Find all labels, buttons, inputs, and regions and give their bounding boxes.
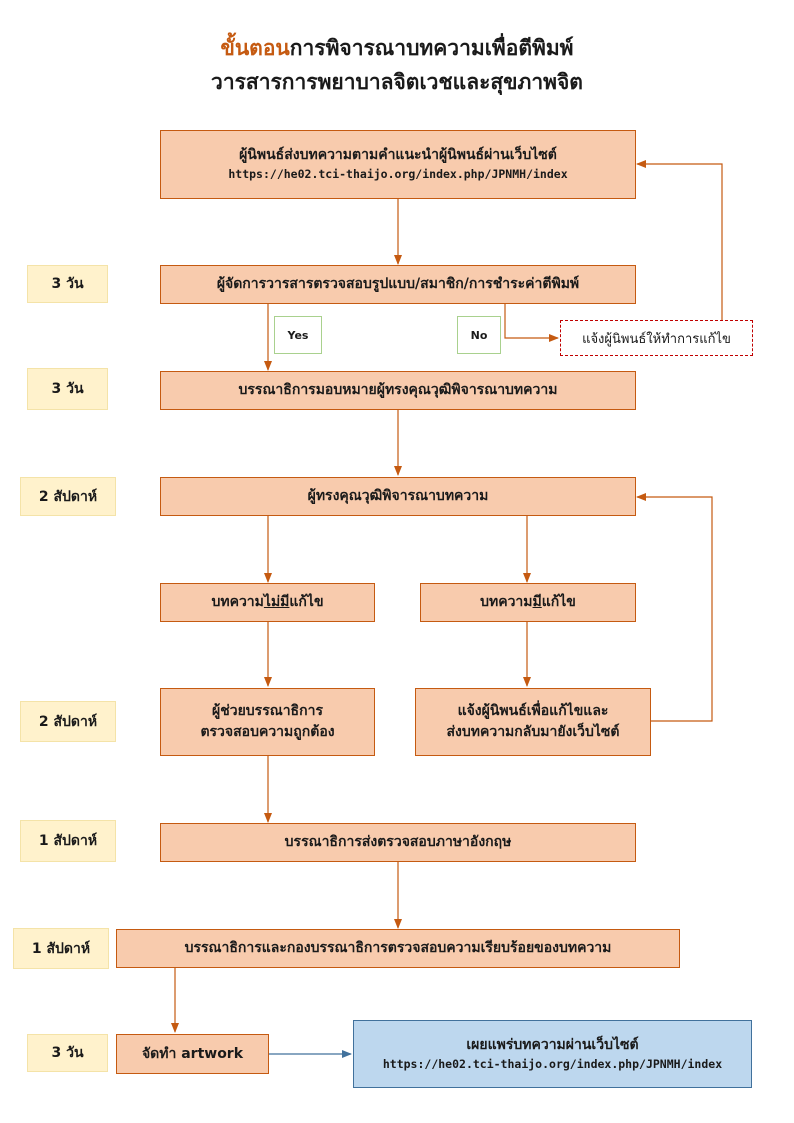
- step-notify-revise: แจ้งผู้นิพนธ์เพื่อแก้ไขและ ส่งบทความกลับ…: [415, 688, 651, 756]
- step-final-check: บรรณาธิการและกองบรรณาธิการตรวจสอบความเรี…: [116, 929, 680, 968]
- arrow-notify-to-submit: [636, 160, 723, 320]
- arrow-no-to-notify: [504, 304, 559, 342]
- duration-revision: 2 สัปดาห์: [20, 701, 116, 742]
- title-accent: ขั้นตอน: [220, 36, 290, 60]
- step-has-revision: บทความมีแก้ไข: [420, 583, 636, 622]
- step-review: ผู้ทรงคุณวุฒิพิจารณาบทความ: [160, 477, 636, 516]
- step-no-revision: บทความไม่มีแก้ไข: [160, 583, 375, 622]
- assistant-editor-line2: ตรวจสอบความถูกต้อง: [200, 724, 335, 740]
- no-revision-pre: บทความ: [211, 594, 264, 610]
- duration-final-check: 1 สัปดาห์: [13, 928, 109, 969]
- step-english-check: บรรณาธิการส่งตรวจสอบภาษาอังกฤษ: [160, 823, 636, 862]
- step-assign-reviewer: บรรณาธิการมอบหมายผู้ทรงคุณวุฒิพิจารณาบทค…: [160, 371, 636, 410]
- step-artwork: จัดทำ artwork: [116, 1034, 269, 1074]
- journal-title: วารสารการพยาบาลจิตเวชและสุขภาพจิต: [211, 70, 583, 94]
- no-revision-underlined: ไม่มี: [263, 594, 290, 610]
- has-revision-underlined: มี: [532, 594, 542, 610]
- notify-author-revise: แจ้งผู้นิพนธ์ให้ทำการแก้ไข: [560, 320, 753, 356]
- arrow-revision-loop: [636, 493, 713, 722]
- step-publish-label: เผยแพร่บทความผ่านเว็บไซต์: [466, 1036, 639, 1053]
- duration-artwork: 3 วัน: [27, 1034, 108, 1072]
- assistant-editor-line1: ผู้ช่วยบรรณาธิการ: [212, 703, 323, 719]
- title-rest: การพิจารณาบทความเพื่อตีพิมพ์: [289, 36, 574, 60]
- notify-revise-line1: แจ้งผู้นิพนธ์เพื่อแก้ไขและ: [457, 703, 609, 719]
- duration-english-check: 1 สัปดาห์: [20, 820, 116, 862]
- step-publish: เผยแพร่บทความผ่านเว็บไซต์ https://he02.t…: [353, 1020, 752, 1088]
- duration-review: 2 สัปดาห์: [20, 477, 116, 516]
- step-submit: ผู้นิพนธ์ส่งบทความตามคำแนะนำผู้นิพนธ์ผ่า…: [160, 130, 636, 199]
- step-submit-url: https://he02.tci-thaijo.org/index.php/JP…: [228, 167, 568, 182]
- step-publish-url: https://he02.tci-thaijo.org/index.php/JP…: [382, 1056, 723, 1071]
- page-title: ขั้นตอนการพิจารณาบทความเพื่อตีพิมพ์: [0, 32, 794, 65]
- duration-assign-reviewer: 3 วัน: [27, 368, 108, 410]
- notify-revise-line2: ส่งบทความกลับมายังเว็บไซต์: [446, 724, 620, 740]
- step-submit-label: ผู้นิพนธ์ส่งบทความตามคำแนะนำผู้นิพนธ์ผ่า…: [239, 147, 557, 164]
- no-revision-post: แก้ไข: [289, 594, 324, 610]
- has-revision-pre: บทความ: [480, 594, 533, 610]
- step-assistant-editor: ผู้ช่วยบรรณาธิการ ตรวจสอบความถูกต้อง: [160, 688, 375, 756]
- duration-check-format: 3 วัน: [27, 265, 108, 303]
- has-revision-post: แก้ไข: [541, 594, 576, 610]
- step-check-format: ผู้จัดการวารสารตรวจสอบรูปแบบ/สมาชิก/การช…: [160, 265, 636, 304]
- decision-yes: Yes: [274, 316, 322, 354]
- decision-no: No: [457, 316, 501, 354]
